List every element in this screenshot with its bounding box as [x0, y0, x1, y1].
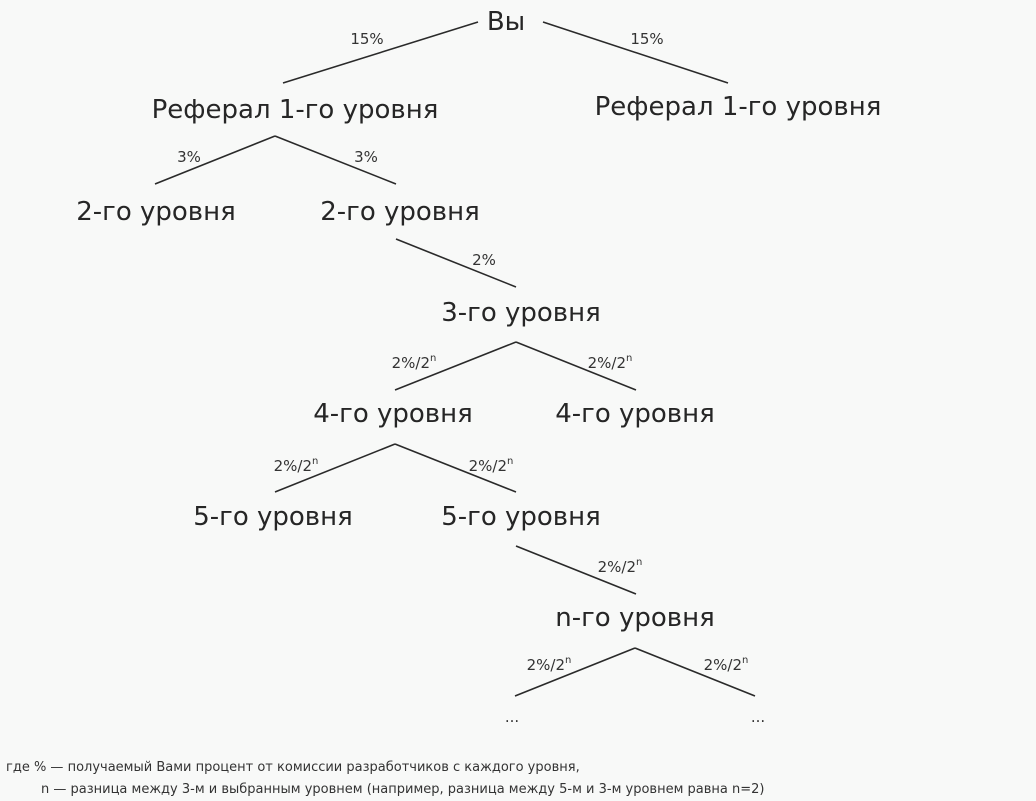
- edge-label-root-l1-right: 15%: [630, 30, 663, 48]
- edge-root-l1-left: [282, 21, 479, 84]
- node-l4-left: 4-го уровня: [313, 399, 473, 429]
- edge-l1-l2-right: [274, 135, 397, 185]
- edge-label-l3-l4-left: 2%/2n: [392, 353, 437, 372]
- node-l1-left: Реферал 1-го уровня: [152, 95, 439, 125]
- node-l2-right: 2-го уровня: [320, 197, 480, 227]
- legend: где % — получаемый Вами процент от комис…: [6, 757, 764, 801]
- edge-ln-more-left: [514, 647, 636, 697]
- edge-label-ln-more-left: 2%/2n: [527, 655, 572, 674]
- edge-label-l2-l3: 2%: [472, 251, 496, 269]
- edge-label-l3-l4-right: 2%/2n: [588, 353, 633, 372]
- edge-label-l5-ln: 2%/2n: [598, 557, 643, 576]
- edge-l5-ln: [515, 545, 637, 595]
- edge-label-ln-more-right: 2%/2n: [704, 655, 749, 674]
- edge-l3-l4-left: [394, 341, 517, 391]
- edge-label-l4-l5-right: 2%/2n: [469, 456, 514, 475]
- edge-ln-more-right: [634, 647, 756, 697]
- node-l5-left: 5-го уровня: [193, 502, 353, 532]
- edge-label-root-l1-left: 15%: [350, 30, 383, 48]
- edge-label-l1-l2-left: 3%: [177, 148, 201, 166]
- node-l3: 3-го уровня: [441, 298, 601, 328]
- edge-l3-l4-right: [515, 341, 637, 391]
- node-root: Вы: [487, 7, 525, 37]
- edge-l1-l2-left: [154, 135, 276, 185]
- legend-line-percent: где % — получаемый Вами процент от комис…: [6, 760, 580, 775]
- edge-label-l4-l5-left: 2%/2n: [274, 456, 319, 475]
- edge-l4-l5-left: [274, 443, 396, 493]
- node-l5-right: 5-го уровня: [441, 502, 601, 532]
- node-l2-left: 2-го уровня: [76, 197, 236, 227]
- edge-l4-l5-right: [394, 443, 517, 493]
- node-l1-right: Реферал 1-го уровня: [595, 92, 882, 122]
- node-ln: n-го уровня: [555, 603, 714, 633]
- node-more-right: ...: [751, 708, 765, 726]
- edge-l2-l3: [395, 238, 517, 288]
- edge-label-l1-l2-right: 3%: [354, 148, 378, 166]
- node-more-left: ...: [505, 708, 519, 726]
- node-l4-right: 4-го уровня: [555, 399, 715, 429]
- edge-root-l1-right: [542, 21, 729, 84]
- legend-line-n: n — разница между 3-м и выбранным уровне…: [41, 782, 765, 797]
